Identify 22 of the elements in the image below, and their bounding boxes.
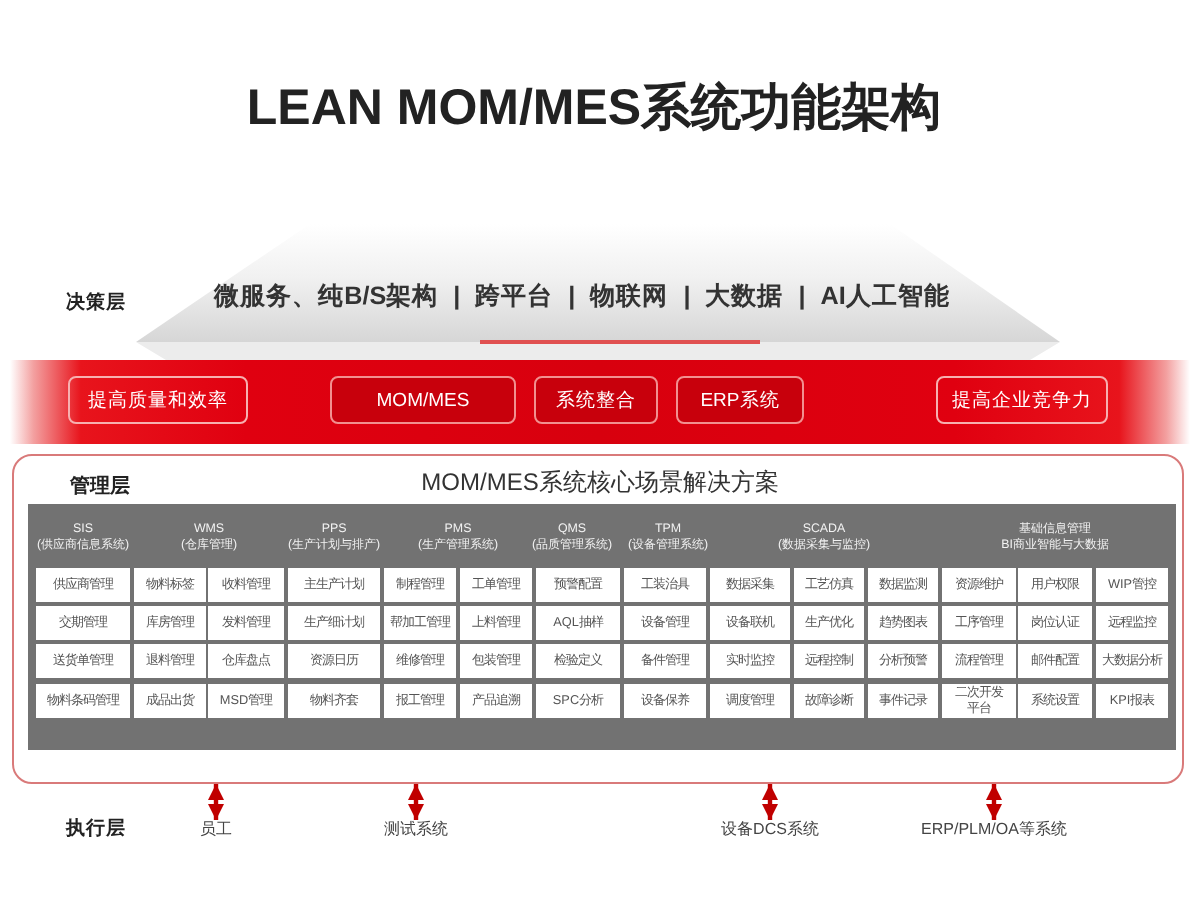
module-panel [28,504,1176,750]
goal-box: 系统整合 [534,376,658,424]
double-arrow [408,784,424,820]
endpoint-label: 测试系统 [384,820,448,840]
goal-box: MOM/MES [330,376,516,424]
layer-label: 执行层 [66,816,126,842]
double-arrow [762,784,778,820]
layer-label: 决策层 [66,290,126,316]
endpoint-label: 设备DCS系统 [721,820,819,840]
double-arrow [986,784,1002,820]
goal-box: 提高企业竞争力 [936,376,1108,424]
endpoint-label: ERP/PLM/OA等系统 [921,820,1067,840]
section-title: MOM/MES系统核心场景解决方案 [421,466,779,500]
section-frame [12,454,1184,784]
goal-box: 提高质量和效率 [68,376,248,424]
feature-text: 微服务、纯B/S架构 | 跨平台 | 物联网 | 大数据 | AI人工智能 [214,282,950,312]
banner-band [10,360,1190,444]
goal-box: ERP系统 [676,376,804,424]
layer-label: 管理层 [70,473,130,500]
page-title: LEAN MOM/MES系统功能架构 [246,80,942,138]
endpoint-label: 员工 [200,820,232,840]
double-arrow [208,784,224,820]
